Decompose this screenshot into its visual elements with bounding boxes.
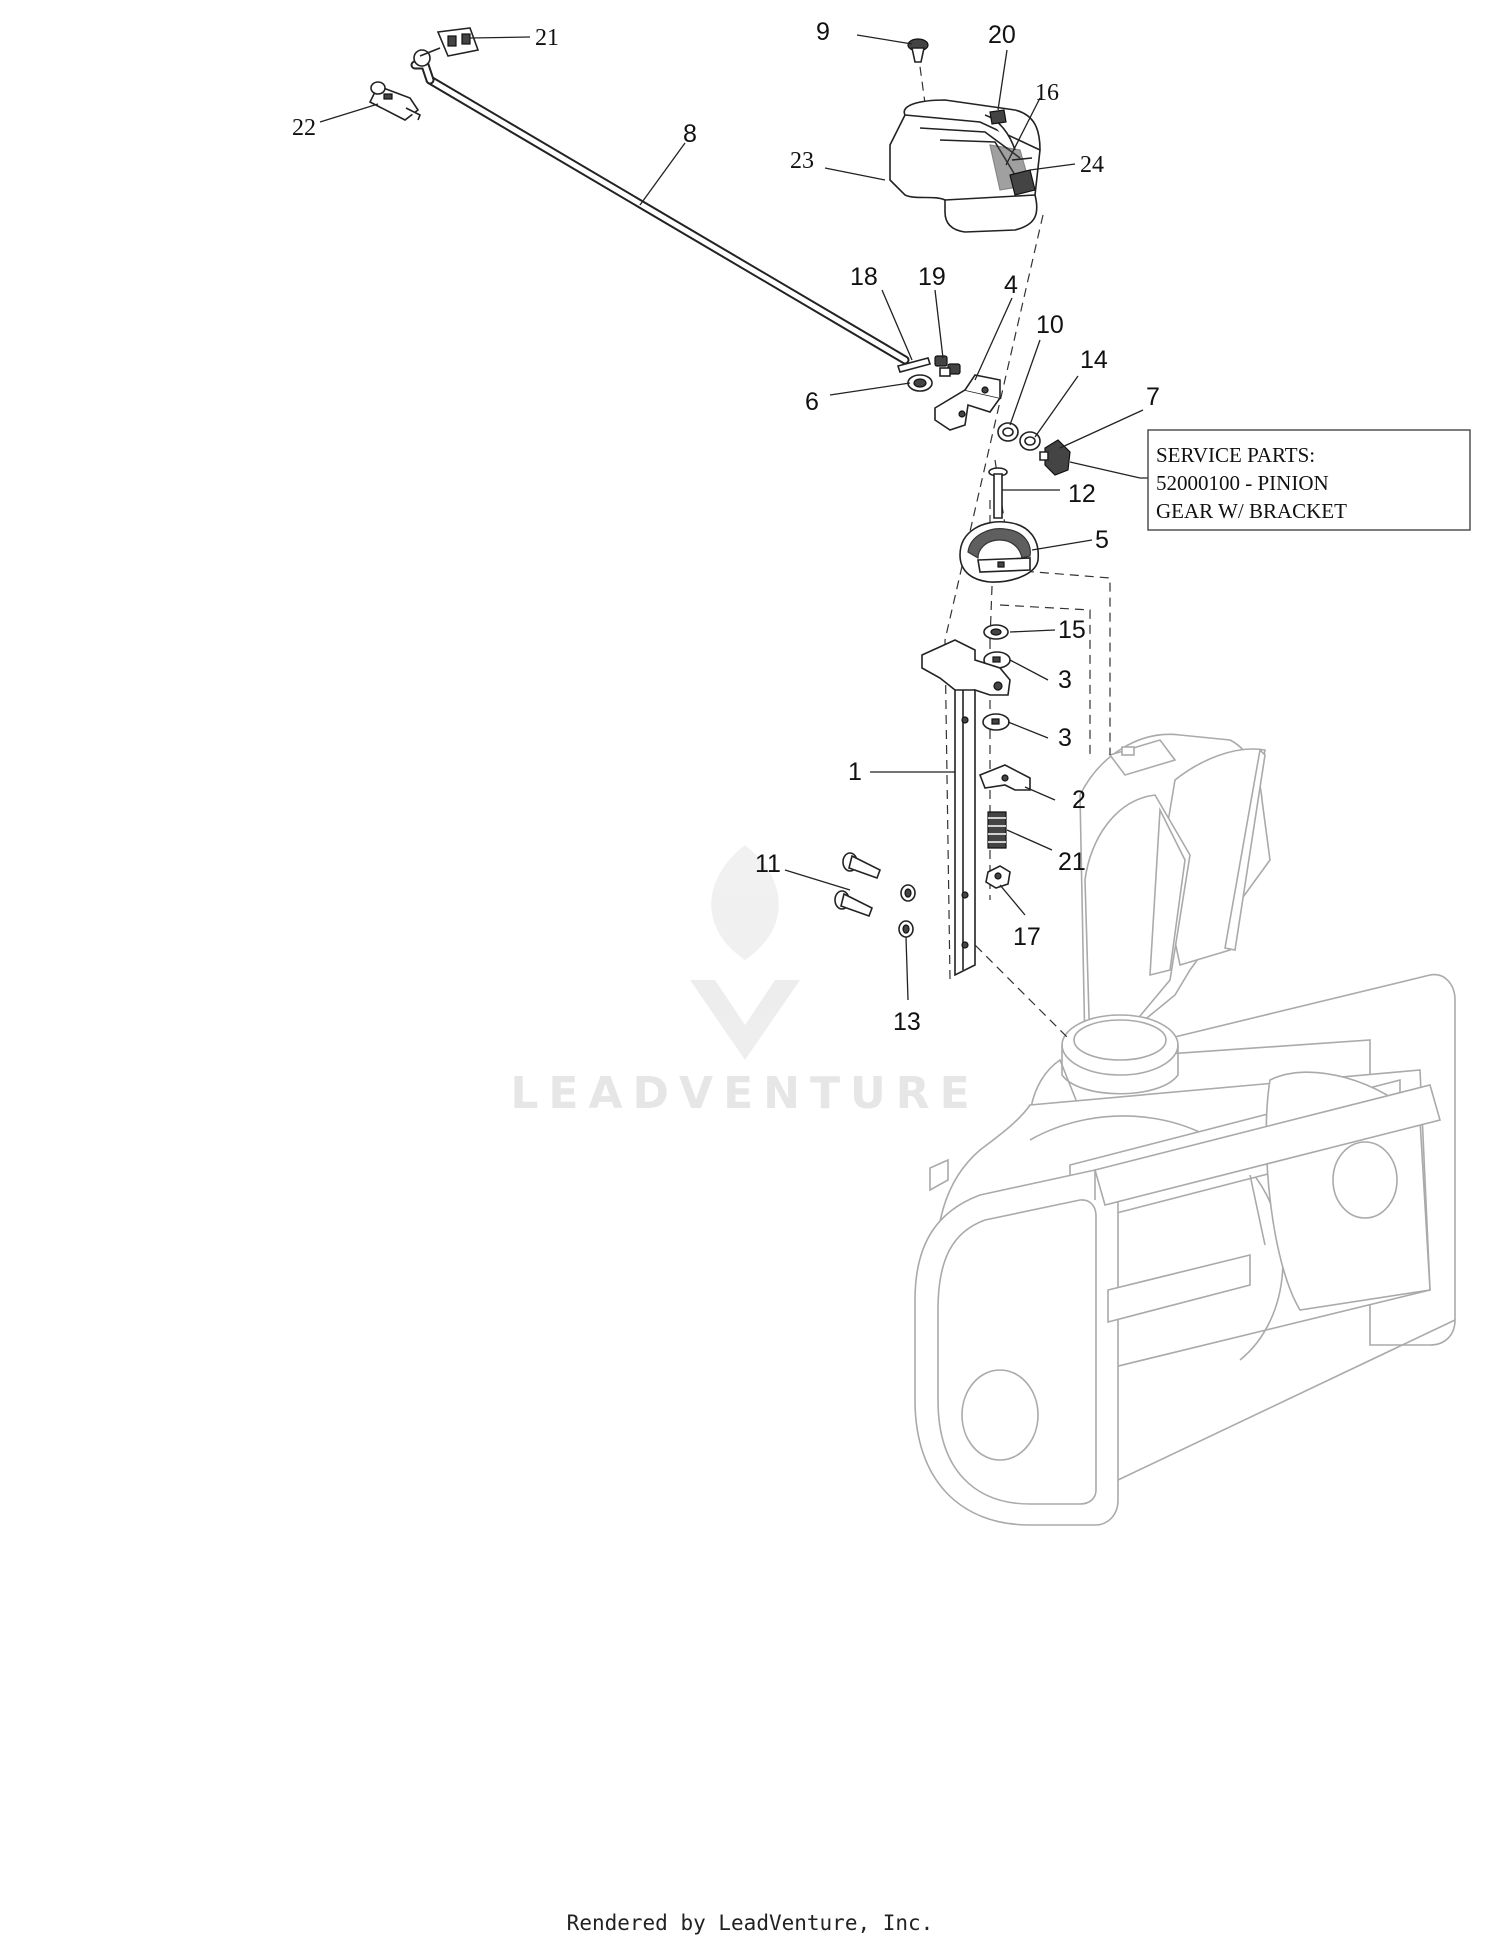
callout-23: 23 [790,148,814,174]
service-parts-box: SERVICE PARTS: 52000100 - PINION GEAR W/… [1147,429,1471,531]
callout-17: 17 [1013,923,1041,951]
gear-part-24 [1009,157,1036,196]
callout-14: 14 [1080,346,1108,374]
auger-housing [914,973,1456,1526]
callout-21-top: 21 [535,25,559,51]
bracket-part-4 [934,374,1002,431]
washer-part-6 [907,374,933,392]
callout-22: 21 [1058,848,1086,876]
lock-nuts-part-19 [934,355,961,377]
footer-credit: Rendered by LeadVenture, Inc. [567,1911,934,1935]
discharge-chute [1061,733,1271,1095]
callout-21-left: 22 [292,115,316,141]
service-parts-line-1: SERVICE PARTS: [1156,443,1315,467]
callout-labels: 21 22 8 9 20 16 24 23 18 19 4 10 14 7 6 … [292,18,1160,1036]
callout-24: 24 [1080,152,1104,178]
callout-20: 20 [988,21,1016,49]
washer-part-3-lower [982,713,1010,731]
screw-part-9 [907,38,929,63]
pinion-gear-part-7 [1039,439,1071,476]
watermark-logo [690,845,800,1060]
callout-10: 10 [1036,311,1064,339]
callout-3-lower: 3 [1058,724,1072,752]
callout-15: 15 [1058,616,1086,644]
callout-7: 7 [1146,383,1160,411]
callout-3-upper: 3 [1058,666,1072,694]
clevis-pin-part-12 [988,467,1008,519]
bolts-part-11 [834,852,882,918]
support-post-part-1 [921,639,1011,977]
callout-18: 18 [850,263,878,291]
callout-6: 6 [805,388,819,416]
callout-16: 16 [1035,80,1059,106]
watermark-text: LEADVENTURE [510,1068,979,1119]
washer-part-15 [983,624,1009,640]
chute-cover-part-23 [889,99,1041,233]
leader-lines [319,34,1148,1001]
callout-1: 1 [848,758,862,786]
callout-11: 11 [755,850,781,878]
callout-12: 12 [1068,480,1096,508]
service-parts-line-2: 52000100 - PINION [1156,471,1329,495]
nut-part-17 [985,865,1011,889]
shift-rod-part-8 [410,60,910,365]
callout-19: 19 [918,263,946,291]
callout-9: 9 [816,18,830,46]
callout-13: 13 [893,1008,921,1036]
handle-grip-part-21-left [368,81,422,121]
callout-8: 8 [683,120,697,148]
plate-part-2 [978,764,1031,791]
nuts-part-13 [898,884,916,938]
pin-part-18 [896,357,932,373]
callout-4: 4 [1004,271,1018,299]
washer-part-10 [997,422,1019,442]
callout-5: 5 [1095,526,1109,554]
spring-part-22 [987,811,1007,849]
service-parts-line-3: GEAR W/ BRACKET [1156,499,1347,523]
callout-2: 2 [1072,786,1086,814]
nut-part-20 [989,109,1007,125]
gear-ring-part-5 [959,520,1040,583]
rod-clip-part-21-top [413,27,480,67]
